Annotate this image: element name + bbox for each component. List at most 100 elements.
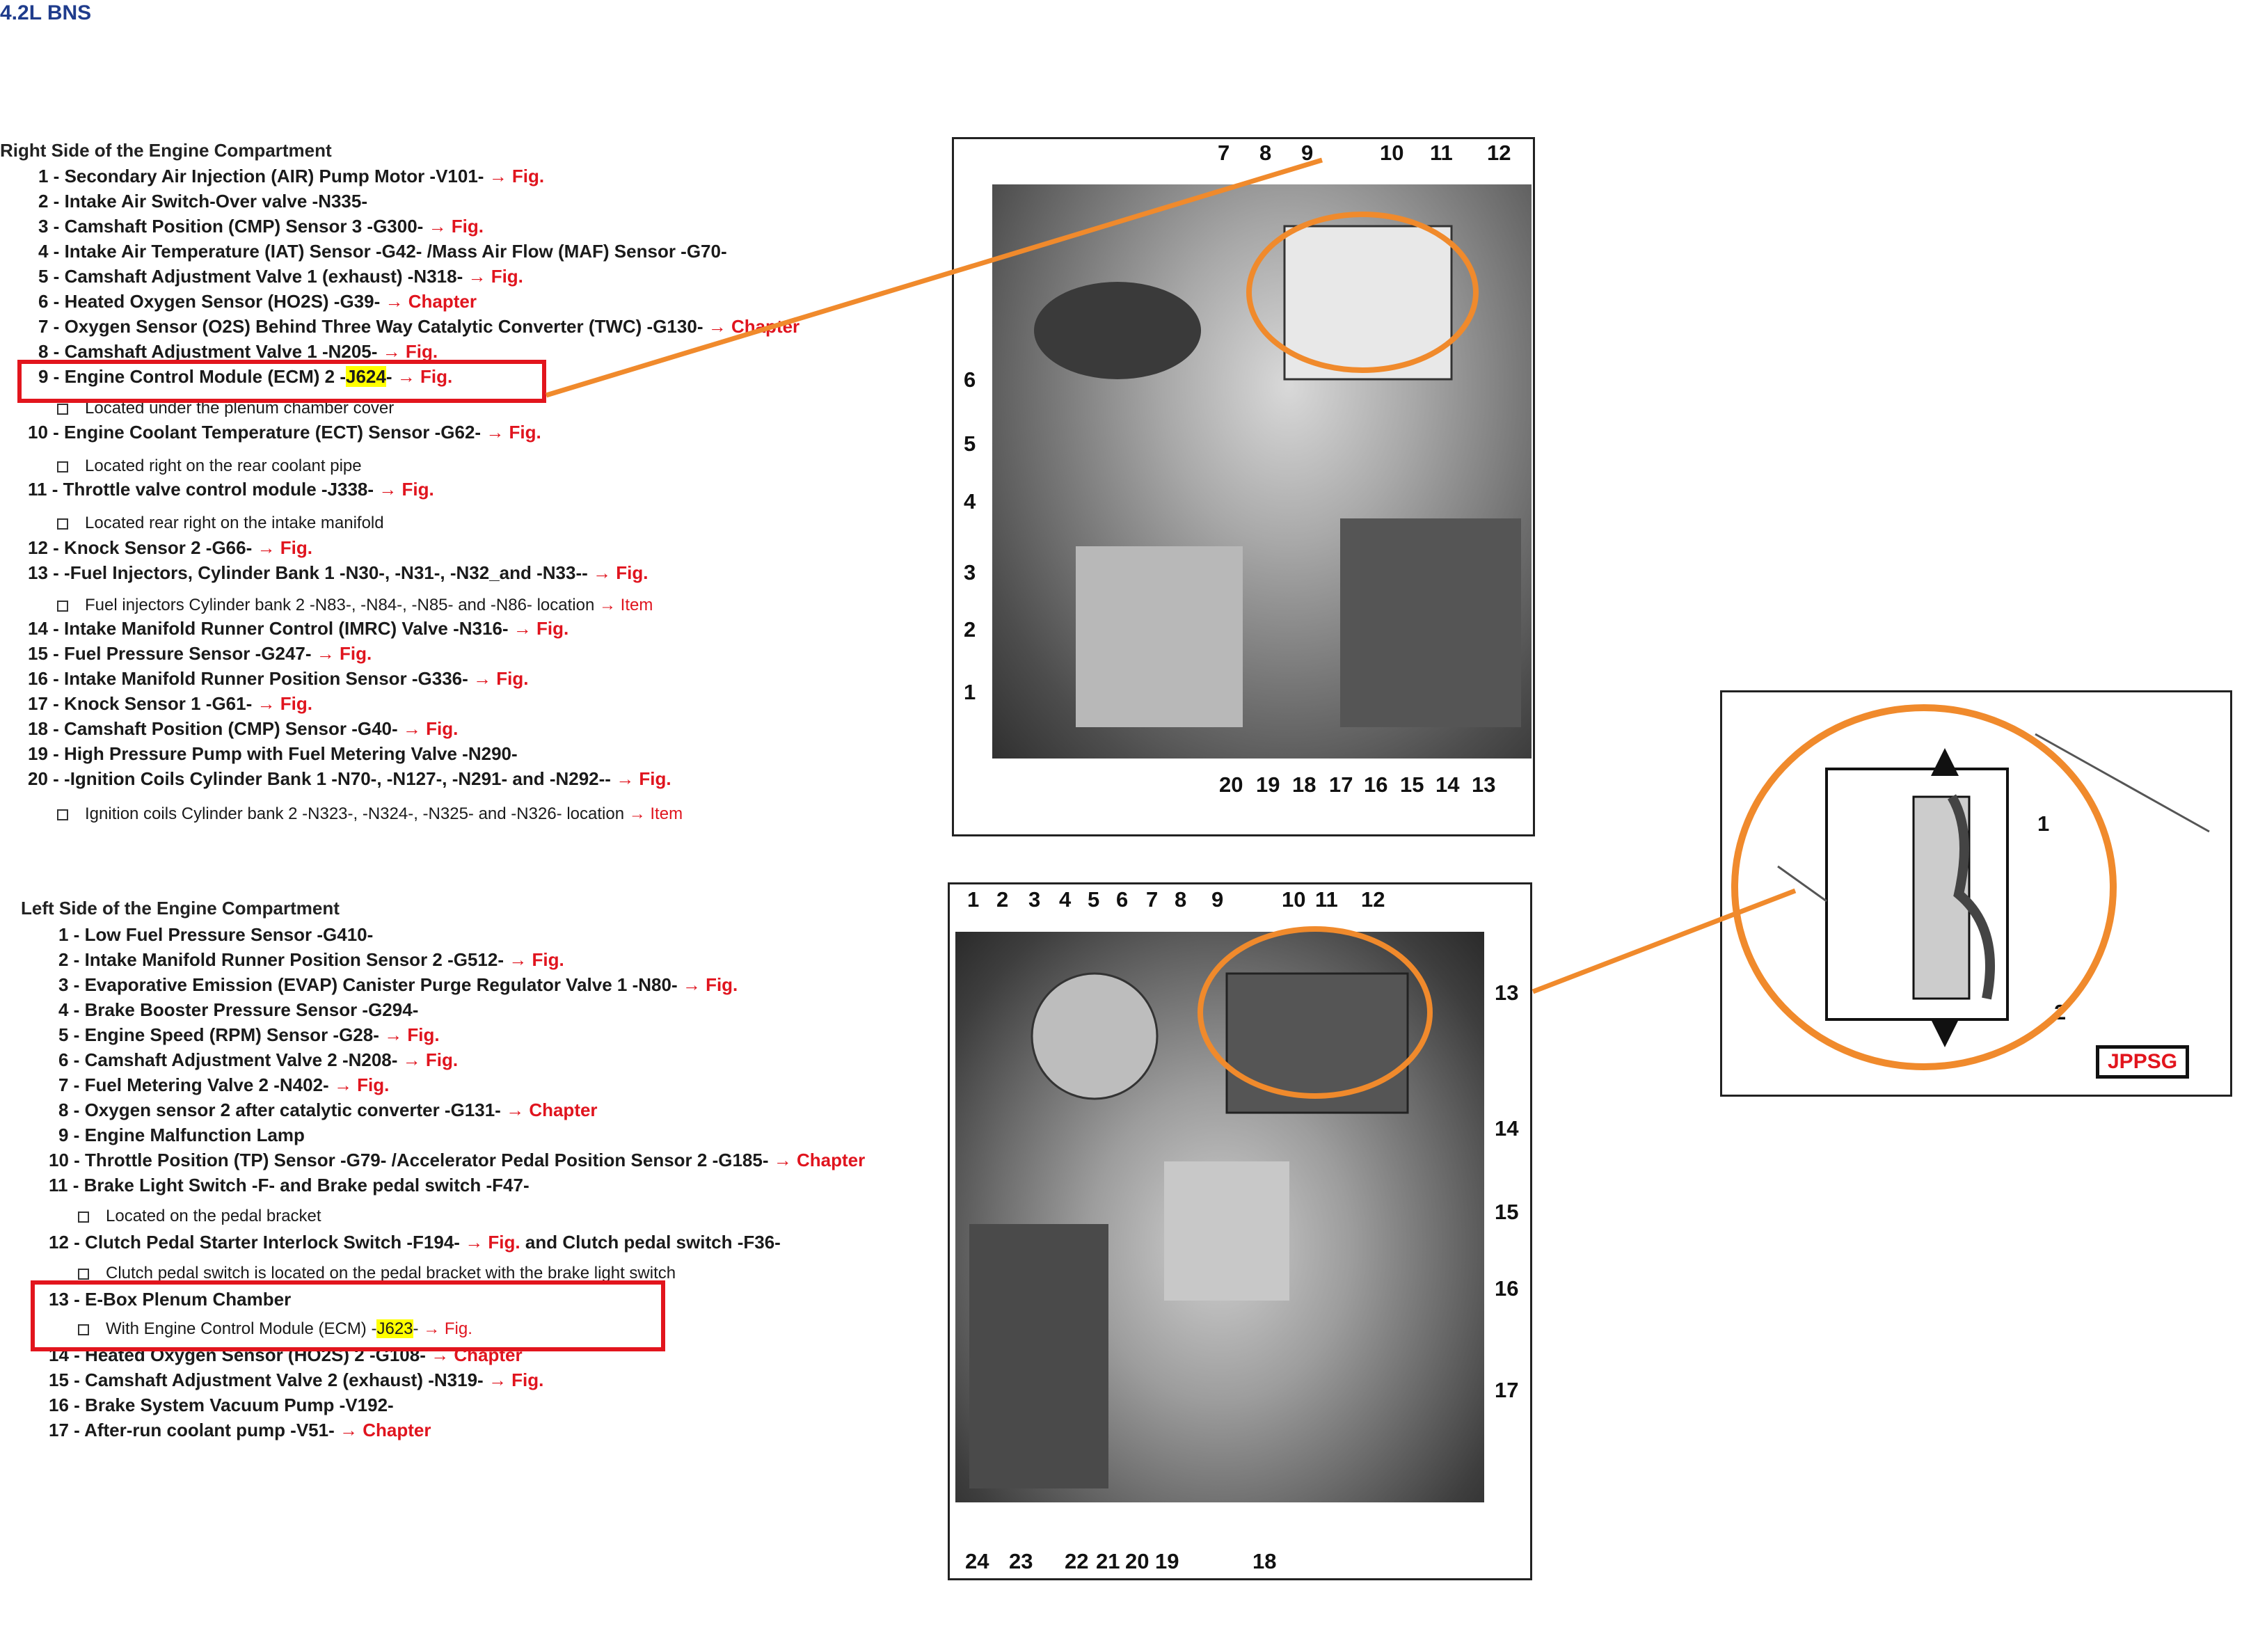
note-text: Located on the pedal bracket (106, 1207, 321, 1225)
highlighted-code: J623 (376, 1319, 413, 1338)
left_section-item: 10 - Throttle Position (TP) Sensor -G79-… (49, 1150, 865, 1170)
item-number: 10 - (28, 422, 59, 443)
callout-number: 10 (1380, 141, 1404, 165)
item-link[interactable]: → Fig. (473, 668, 529, 689)
bullet-icon (78, 1324, 89, 1335)
item-text: Intake Air Temperature (IAT) Sensor -G42… (64, 241, 727, 262)
item-link[interactable]: → Chapter (385, 291, 477, 312)
note-link[interactable]: → Fig. (423, 1319, 472, 1338)
item-number: 18 - (28, 718, 59, 739)
item-number: 11 - (28, 479, 58, 500)
note-link[interactable]: → Item (628, 804, 683, 823)
item-link[interactable]: → Fig. (488, 1369, 544, 1390)
ecm2-unit (1283, 225, 1453, 381)
item-link[interactable]: → Chapter (773, 1150, 866, 1170)
item-link[interactable]: → Fig. (428, 216, 484, 237)
callout-number: 9 (1301, 141, 1314, 165)
figure-left-engine (948, 882, 1532, 1580)
item-link[interactable]: → Fig. (486, 422, 541, 443)
right_section-note: Fuel injectors Cylinder bank 2 -N83-, -N… (57, 596, 653, 615)
item-text-after: and Clutch pedal switch -F36- (525, 1232, 781, 1253)
item-number: 7 - (58, 1074, 80, 1095)
callout-number: 2 (964, 617, 976, 642)
callout-number: 21 (1096, 1549, 1120, 1573)
right_section-item: 19 - High Pressure Pump with Fuel Meteri… (28, 743, 518, 764)
item-text: Fuel Pressure Sensor -G247- (64, 643, 312, 664)
item-link[interactable]: → Fig. (382, 341, 438, 362)
ecm2-circle (1246, 212, 1479, 373)
engine-photo-right (992, 184, 1532, 759)
right_section-item: 13 - -Fuel Injectors, Cylinder Bank 1 -N… (28, 562, 648, 583)
left_section-item: 3 - Evaporative Emission (EVAP) Canister… (58, 974, 738, 995)
bullet-icon (57, 461, 68, 472)
figure-right-engine (952, 137, 1535, 836)
item-text: Clutch Pedal Starter Interlock Switch -F… (85, 1232, 460, 1253)
item-number: 8 - (58, 1099, 80, 1120)
note-link[interactable]: → Item (598, 596, 653, 614)
item-link[interactable]: → Fig. (257, 693, 312, 714)
item-link[interactable]: → Fig. (402, 718, 459, 739)
jppsg-stamp: JPPSG (2096, 1045, 2190, 1079)
callout-number: 22 (1065, 1549, 1089, 1573)
item-text: Brake Booster Pressure Sensor -G294- (84, 999, 419, 1020)
item-link[interactable]: → Chapter (339, 1420, 431, 1440)
item-number: 3 - (58, 974, 80, 995)
mount-edge (1777, 865, 1827, 903)
bullet-icon (78, 1268, 89, 1280)
callout-number: 8 (1175, 887, 1187, 912)
item-text: Camshaft Position (CMP) Sensor -G40- (64, 718, 398, 739)
detail-callout-1: 1 (2037, 811, 2050, 836)
item-link[interactable]: → Fig. (333, 1074, 390, 1095)
item-number: 19 - (28, 743, 59, 764)
left_section-item: 4 - Brake Booster Pressure Sensor -G294- (58, 999, 418, 1020)
item-link[interactable]: → Chapter (506, 1099, 598, 1120)
manifold (1076, 546, 1243, 727)
highlighted-code: J624 (346, 366, 386, 387)
item-text: Throttle valve control module -J338- (63, 479, 374, 500)
item-text: High Pressure Pump with Fuel Metering Va… (64, 743, 518, 764)
item-number: 3 - (38, 216, 60, 237)
item-link[interactable]: → Fig. (402, 1049, 459, 1070)
item-link[interactable]: → Fig. (468, 266, 523, 287)
bullet-icon (57, 403, 68, 415)
item-number: 4 - (58, 999, 80, 1020)
callout-number: 4 (964, 489, 976, 514)
item-link[interactable]: → Fig. (509, 949, 564, 970)
cylinder-bank-left (969, 1224, 1108, 1488)
right_section-note: Ignition coils Cylinder bank 2 -N323-, -… (57, 804, 683, 824)
item-text: Camshaft Adjustment Valve 1 -N205- (64, 341, 378, 362)
item-number: 8 - (38, 341, 60, 362)
item-link[interactable]: → Fig. (465, 1232, 520, 1253)
item-link[interactable]: → Fig. (593, 562, 649, 583)
item-link[interactable]: → Fig. (682, 974, 738, 995)
callout-number: 10 (1282, 887, 1306, 912)
bullet-icon (57, 809, 68, 820)
item-text: -Fuel Injectors, Cylinder Bank 1 -N30-, … (64, 562, 588, 583)
arrow-down-icon (1931, 1019, 1959, 1047)
item-text: Engine Control Module (ECM) 2 - (64, 366, 346, 387)
item-link[interactable]: → Fig. (397, 366, 453, 387)
item-number: 7 - (38, 316, 60, 337)
item-number: 17 - (49, 1420, 80, 1440)
item-link[interactable]: → Fig. (513, 618, 569, 639)
ecm2-highlight-box (17, 360, 546, 403)
callout-number: 12 (1361, 887, 1385, 912)
note-text: Located right on the rear coolant pipe (85, 456, 362, 475)
callout-number: 17 (1329, 772, 1353, 797)
callout-number: 15 (1400, 772, 1424, 797)
right_section-item: 12 - Knock Sensor 2 -G66- → Fig. (28, 537, 312, 558)
engine-shading-right (1034, 225, 1521, 727)
item-link[interactable]: → Fig. (316, 643, 372, 664)
item-link[interactable]: → Fig. (379, 479, 434, 500)
callout-number: 6 (1116, 887, 1129, 912)
item-number: 11 - (49, 1175, 79, 1196)
item-link[interactable]: → Fig. (384, 1024, 440, 1045)
item-text: -Ignition Coils Cylinder Bank 1 -N70-, -… (64, 768, 611, 789)
item-link[interactable]: → Fig. (257, 537, 312, 558)
item-link[interactable]: → Fig. (616, 768, 671, 789)
right_section-item: 17 - Knock Sensor 1 -G61- → Fig. (28, 693, 312, 714)
item-link[interactable]: → Fig. (488, 166, 545, 186)
item-number: 1 - (38, 166, 60, 186)
note-text: Ignition coils Cylinder bank 2 -N323-, -… (85, 804, 625, 823)
item-number: 16 - (49, 1395, 80, 1415)
